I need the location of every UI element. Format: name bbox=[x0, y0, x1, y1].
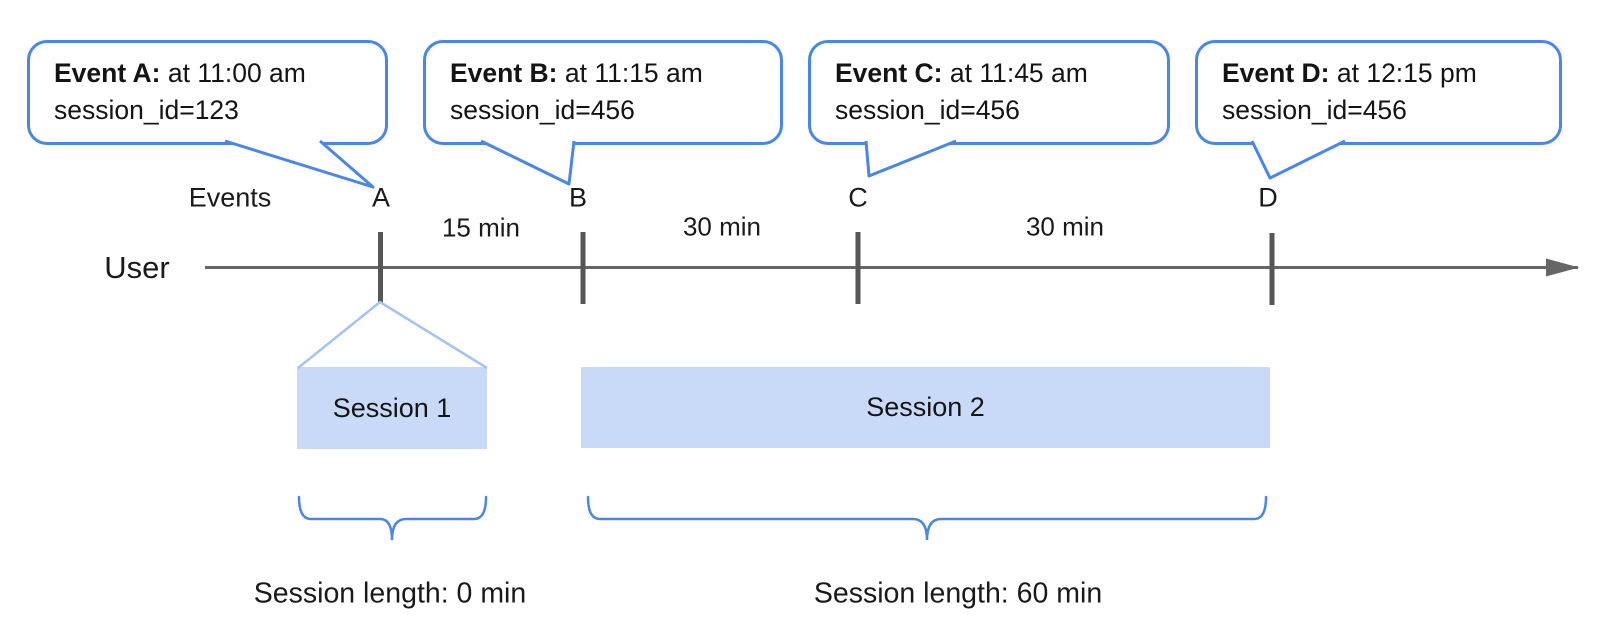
session-1-brace bbox=[297, 495, 488, 541]
session-2-label: Session 2 bbox=[866, 392, 985, 422]
interval-a-b-label: 15 min bbox=[441, 212, 521, 243]
session-1-label: Session 1 bbox=[332, 392, 452, 423]
event-c-time: at 11:45 am bbox=[942, 58, 1088, 88]
event-letter-d: D bbox=[1258, 182, 1278, 213]
event-a-session-id: session_id=123 bbox=[54, 95, 239, 125]
event-c-title: Event C: bbox=[835, 58, 943, 88]
session-2-brace bbox=[586, 495, 1268, 541]
event-b-callout-tail bbox=[480, 139, 576, 186]
session-1-box: Session 1 bbox=[297, 367, 487, 449]
timeline-arrowhead bbox=[1546, 258, 1579, 277]
event-a-title: Event A: bbox=[54, 58, 161, 88]
session-2-box: Session 2 bbox=[581, 367, 1270, 448]
event-b-session-id: session_id=456 bbox=[450, 95, 635, 125]
event-d-session-id: session_id=456 bbox=[1222, 95, 1407, 125]
event-b-time: at 11:15 am bbox=[557, 58, 703, 88]
event-d-line1: Event D: at 12:15 pm bbox=[1222, 55, 1535, 92]
event-a-callout: Event A: at 11:00 am session_id=123 bbox=[27, 40, 388, 145]
session-1-length-label: Session length: 0 min bbox=[253, 577, 527, 610]
session-1-funnel bbox=[297, 300, 488, 370]
event-a-line1: Event A: at 11:00 am bbox=[54, 55, 361, 92]
event-c-session-id: session_id=456 bbox=[835, 95, 1020, 125]
event-c-callout: Event C: at 11:45 am session_id=456 bbox=[808, 40, 1170, 145]
session-2-length-label: Session length: 60 min bbox=[813, 577, 1103, 610]
user-axis-label: User bbox=[104, 250, 170, 285]
event-letter-b: B bbox=[568, 182, 588, 213]
event-d-callout-tail bbox=[1250, 139, 1346, 180]
event-d-callout: Event D: at 12:15 pm session_id=456 bbox=[1195, 40, 1562, 145]
event-c-line1: Event C: at 11:45 am bbox=[835, 55, 1143, 92]
event-c-callout-tail bbox=[864, 139, 957, 178]
event-b-title: Event B: bbox=[450, 58, 558, 88]
event-b-callout: Event B: at 11:15 am session_id=456 bbox=[423, 40, 783, 145]
interval-c-d-label: 30 min bbox=[1025, 211, 1105, 242]
event-a-time: at 11:00 am bbox=[160, 58, 306, 88]
event-d-title: Event D: bbox=[1222, 58, 1330, 88]
event-b-line1: Event B: at 11:15 am bbox=[450, 55, 756, 92]
event-letter-c: C bbox=[848, 182, 868, 213]
event-a-callout-tail bbox=[224, 139, 375, 189]
event-letter-a: A bbox=[371, 182, 391, 213]
events-row-label: Events bbox=[188, 182, 272, 213]
interval-b-c-label: 30 min bbox=[682, 211, 762, 242]
event-d-time: at 12:15 pm bbox=[1329, 58, 1477, 88]
